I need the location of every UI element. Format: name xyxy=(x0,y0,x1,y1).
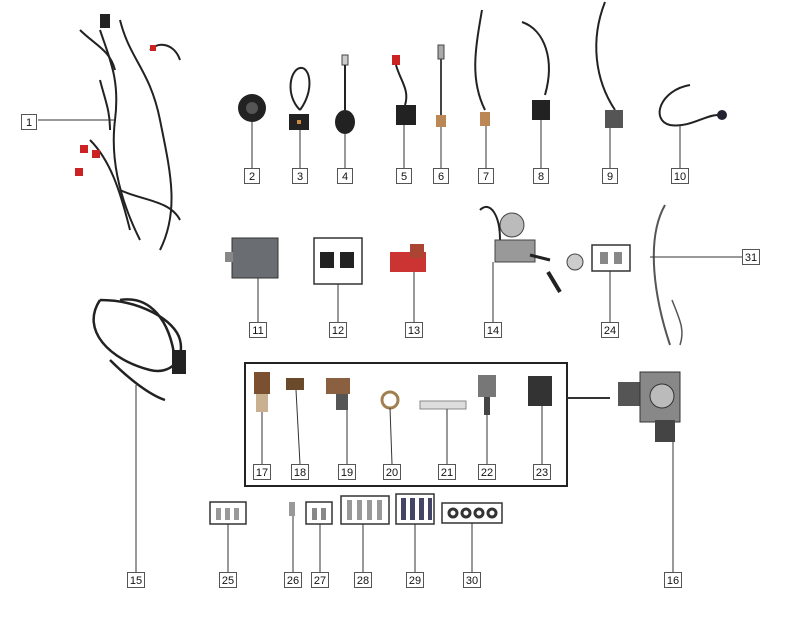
temperature-sensor-icon xyxy=(436,44,446,127)
callout-9: 9 xyxy=(602,168,618,184)
callout-31: 31 xyxy=(742,249,760,265)
callout-15: 15 xyxy=(127,572,145,588)
callout-8: 8 xyxy=(533,168,549,184)
harness-loop-icon xyxy=(92,298,183,402)
callout-12: 12 xyxy=(329,322,347,338)
callout-20: 20 xyxy=(383,464,401,480)
wiring-harness-main-icon xyxy=(79,19,181,251)
callout-4: 4 xyxy=(337,168,353,184)
wire-icon xyxy=(658,84,727,127)
sensor-icon xyxy=(335,54,355,134)
switch-icon xyxy=(289,67,311,130)
callout-13: 13 xyxy=(405,322,423,338)
callout-16: 16 xyxy=(664,572,682,588)
throttle-body-icon xyxy=(618,371,681,442)
callout-2: 2 xyxy=(244,168,260,184)
throttle-parts-group xyxy=(254,372,552,465)
bolt-icon xyxy=(216,508,239,520)
washer-icon xyxy=(447,507,498,519)
relay-icon xyxy=(320,252,354,268)
callout-24: 24 xyxy=(601,322,619,338)
callout-21: 21 xyxy=(438,464,456,480)
callout-3: 3 xyxy=(292,168,308,184)
fuse-box-icon xyxy=(390,244,426,272)
callout-30: 30 xyxy=(463,572,481,588)
callout-7: 7 xyxy=(478,168,494,184)
callout-25: 25 xyxy=(219,572,237,588)
callout-5: 5 xyxy=(396,168,412,184)
callout-6: 6 xyxy=(433,168,449,184)
callout-29: 29 xyxy=(406,572,424,588)
callout-19: 19 xyxy=(338,464,356,480)
callout-26: 26 xyxy=(284,572,302,588)
cable-sensor-icon xyxy=(474,9,490,126)
lead-icon xyxy=(595,1,623,128)
horn-icon xyxy=(238,94,266,122)
connector-icon xyxy=(392,55,416,125)
socket-icon xyxy=(521,21,550,120)
ignition-lock-set-icon xyxy=(479,205,584,294)
callout-23: 23 xyxy=(533,464,551,480)
callout-11: 11 xyxy=(249,322,267,338)
callout-10: 10 xyxy=(671,168,689,184)
callout-18: 18 xyxy=(291,464,309,480)
callout-17: 17 xyxy=(253,464,271,480)
callout-22: 22 xyxy=(478,464,496,480)
ecu-box-icon xyxy=(225,237,279,279)
callout-14: 14 xyxy=(484,322,502,338)
callout-27: 27 xyxy=(311,572,329,588)
callout-1: 1 xyxy=(21,114,37,130)
callout-28: 28 xyxy=(354,572,372,588)
